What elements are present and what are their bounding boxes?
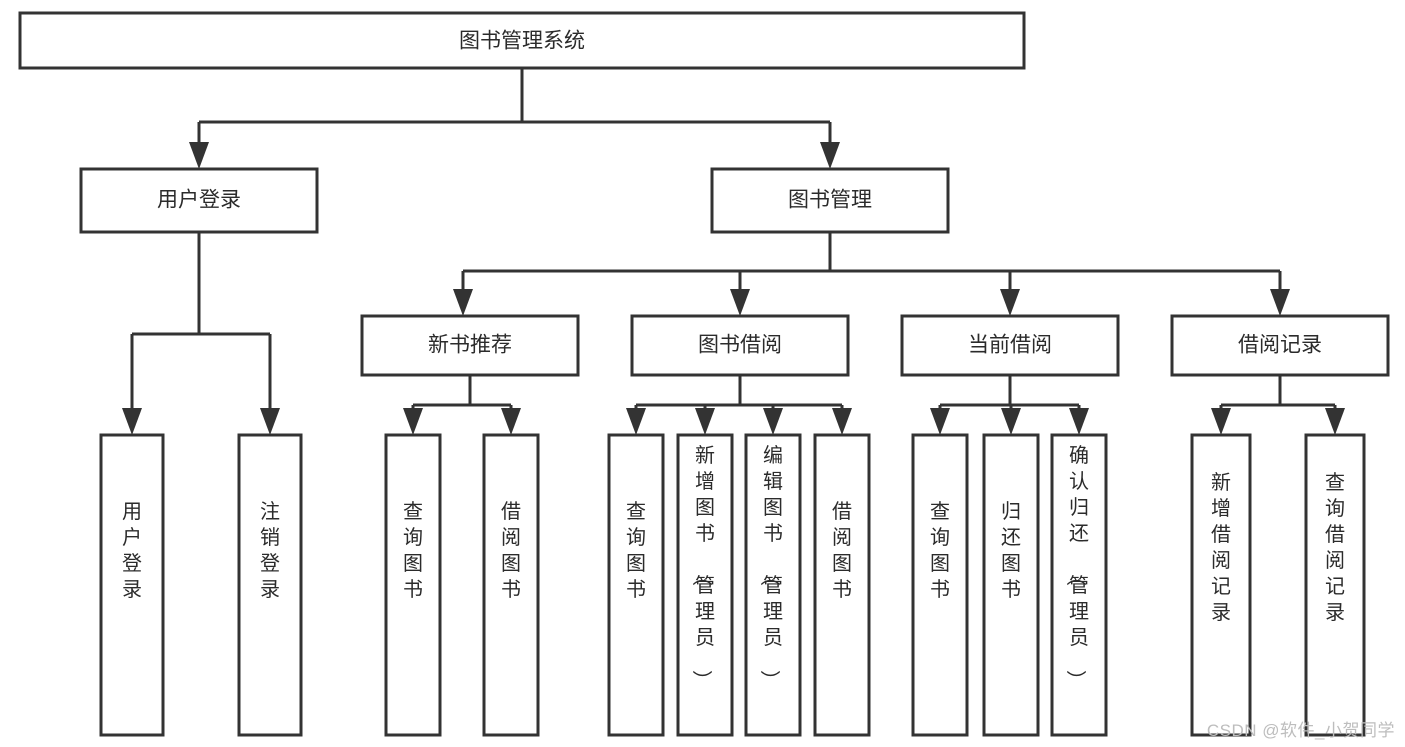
arrowhead-leaf-user-login: [122, 408, 142, 435]
node-book-management-label: 图书管理: [788, 189, 872, 212]
node-leaf-return-book-box[interactable]: [982, 433, 1040, 737]
arrowhead-leaf-confirm-return: [1069, 408, 1089, 435]
node-user-login[interactable]: 用户登录: [79, 167, 319, 234]
node-leaf-query-borrow-record-label: 查询借阅记录: [1325, 471, 1345, 624]
node-leaf-query-book-current-box[interactable]: [911, 433, 969, 737]
node-leaf-query-book-current-label: 查询图书: [930, 500, 950, 601]
node-leaf-logout[interactable]: 注销登录: [237, 433, 303, 737]
node-leaf-add-book-admin[interactable]: 新增图书（管理员）: [676, 433, 734, 737]
node-leaf-query-book-borrow[interactable]: 查询图书: [607, 433, 665, 737]
node-leaf-user-login[interactable]: 用户登录: [99, 433, 165, 737]
node-leaf-query-book-borrow-box[interactable]: [607, 433, 665, 737]
node-leaf-confirm-return-admin-box[interactable]: [1050, 433, 1108, 737]
node-leaf-add-book-admin-box[interactable]: [676, 433, 734, 737]
node-new-book-recommend[interactable]: 新书推荐: [360, 314, 580, 377]
connector-group-new-book-rec: [403, 375, 521, 435]
node-leaf-logout-box[interactable]: [237, 433, 303, 737]
connector-group-book-mgmt: [453, 232, 1290, 316]
node-new-book-recommend-label: 新书推荐: [428, 334, 512, 357]
node-leaf-borrow-book-label: 借阅图书: [832, 500, 852, 601]
node-leaf-confirm-return-admin[interactable]: 确认归还（管理员）: [1050, 433, 1108, 737]
node-leaf-query-borrow-record-box[interactable]: [1304, 433, 1366, 737]
node-book-management[interactable]: 图书管理: [710, 167, 950, 234]
node-leaf-add-borrow-record[interactable]: 新增借阅记录: [1190, 433, 1252, 737]
arrowhead-new-book-rec: [453, 289, 473, 316]
node-leaf-edit-book-admin-label: 编辑图书（管理员）: [758, 444, 783, 690]
node-new-book-recommend-box[interactable]: [360, 314, 580, 377]
arrowhead-leaf-add-book: [695, 408, 715, 435]
arrowhead-leaf-add-record: [1211, 408, 1231, 435]
arrowhead-leaf-return-book: [1001, 408, 1021, 435]
node-borrow-record-label: 借阅记录: [1238, 334, 1322, 357]
node-leaf-return-book[interactable]: 归还图书: [982, 433, 1040, 737]
node-leaf-user-login-label: 用户登录: [122, 501, 142, 601]
csdn-watermark: CSDN @软件_小贺同学: [1206, 721, 1395, 740]
arrowhead-current-borrow: [1000, 289, 1020, 316]
node-book-borrow-label: 图书借阅: [698, 334, 782, 357]
node-leaf-query-book-current[interactable]: 查询图书: [911, 433, 969, 737]
node-root-system-label: 图书管理系统: [459, 30, 585, 53]
node-leaf-query-book-rec[interactable]: 查询图书: [384, 433, 442, 737]
node-borrow-record-box[interactable]: [1170, 314, 1390, 377]
node-leaf-query-book-borrow-label: 查询图书: [626, 500, 646, 601]
arrowhead-leaf-edit-book: [763, 408, 783, 435]
connector-group-user-login: [122, 232, 280, 435]
node-leaf-query-book-rec-box[interactable]: [384, 433, 442, 737]
node-leaf-add-borrow-record-label: 新增借阅记录: [1211, 471, 1231, 624]
arrowhead-leaf-borrow-book-a: [501, 408, 521, 435]
node-user-login-label: 用户登录: [157, 189, 241, 212]
node-leaf-user-login-box[interactable]: [99, 433, 165, 737]
node-leaf-add-book-admin-label: 新增图书（管理员）: [690, 444, 715, 690]
node-current-borrow-label: 当前借阅: [968, 334, 1052, 357]
arrowhead-book-mgmt: [820, 142, 840, 169]
node-borrow-record[interactable]: 借阅记录: [1170, 314, 1390, 377]
connector-group-borrow-record: [1211, 375, 1345, 435]
node-current-borrow[interactable]: 当前借阅: [900, 314, 1120, 377]
arrowhead-leaf-query-book-a: [403, 408, 423, 435]
node-root-system-box[interactable]: [18, 11, 1026, 70]
node-leaf-borrow-book-rec-box[interactable]: [482, 433, 540, 737]
connector-group-current-borrow: [930, 375, 1089, 435]
node-leaf-edit-book-admin-box[interactable]: [744, 433, 802, 737]
arrowhead-leaf-logout: [260, 408, 280, 435]
node-leaf-confirm-return-admin-label: 确认归还（管理员）: [1064, 444, 1089, 690]
node-current-borrow-box[interactable]: [900, 314, 1120, 377]
node-leaf-edit-book-admin[interactable]: 编辑图书（管理员）: [744, 433, 802, 737]
arrowhead-leaf-query-book-b: [626, 408, 646, 435]
node-leaf-query-borrow-record[interactable]: 查询借阅记录: [1304, 433, 1366, 737]
node-leaf-borrow-book-rec-label: 借阅图书: [501, 500, 521, 601]
node-leaf-add-borrow-record-box[interactable]: [1190, 433, 1252, 737]
connector-group-book-borrow: [626, 375, 852, 435]
arrowhead-leaf-query-book-c: [930, 408, 950, 435]
node-leaf-query-book-rec-label: 查询图书: [403, 500, 423, 601]
node-leaf-borrow-book-box[interactable]: [813, 433, 871, 737]
node-leaf-logout-label: 注销登录: [260, 500, 280, 601]
node-leaf-borrow-book[interactable]: 借阅图书: [813, 433, 871, 737]
arrowhead-borrow-record: [1270, 289, 1290, 316]
arrowhead-leaf-query-record: [1325, 408, 1345, 435]
node-user-login-box[interactable]: [79, 167, 319, 234]
node-book-borrow-box[interactable]: [630, 314, 850, 377]
node-leaf-return-book-label: 归还图书: [1001, 500, 1021, 601]
node-book-management-box[interactable]: [710, 167, 950, 234]
arrowhead-book-borrow: [730, 289, 750, 316]
node-book-borrow[interactable]: 图书借阅: [630, 314, 850, 377]
connector-group-root: [189, 68, 840, 169]
node-leaf-borrow-book-rec[interactable]: 借阅图书: [482, 433, 540, 737]
arrowhead-leaf-borrow-book-b: [832, 408, 852, 435]
node-root-system[interactable]: 图书管理系统: [18, 11, 1026, 70]
arrowhead-user-login: [189, 142, 209, 169]
